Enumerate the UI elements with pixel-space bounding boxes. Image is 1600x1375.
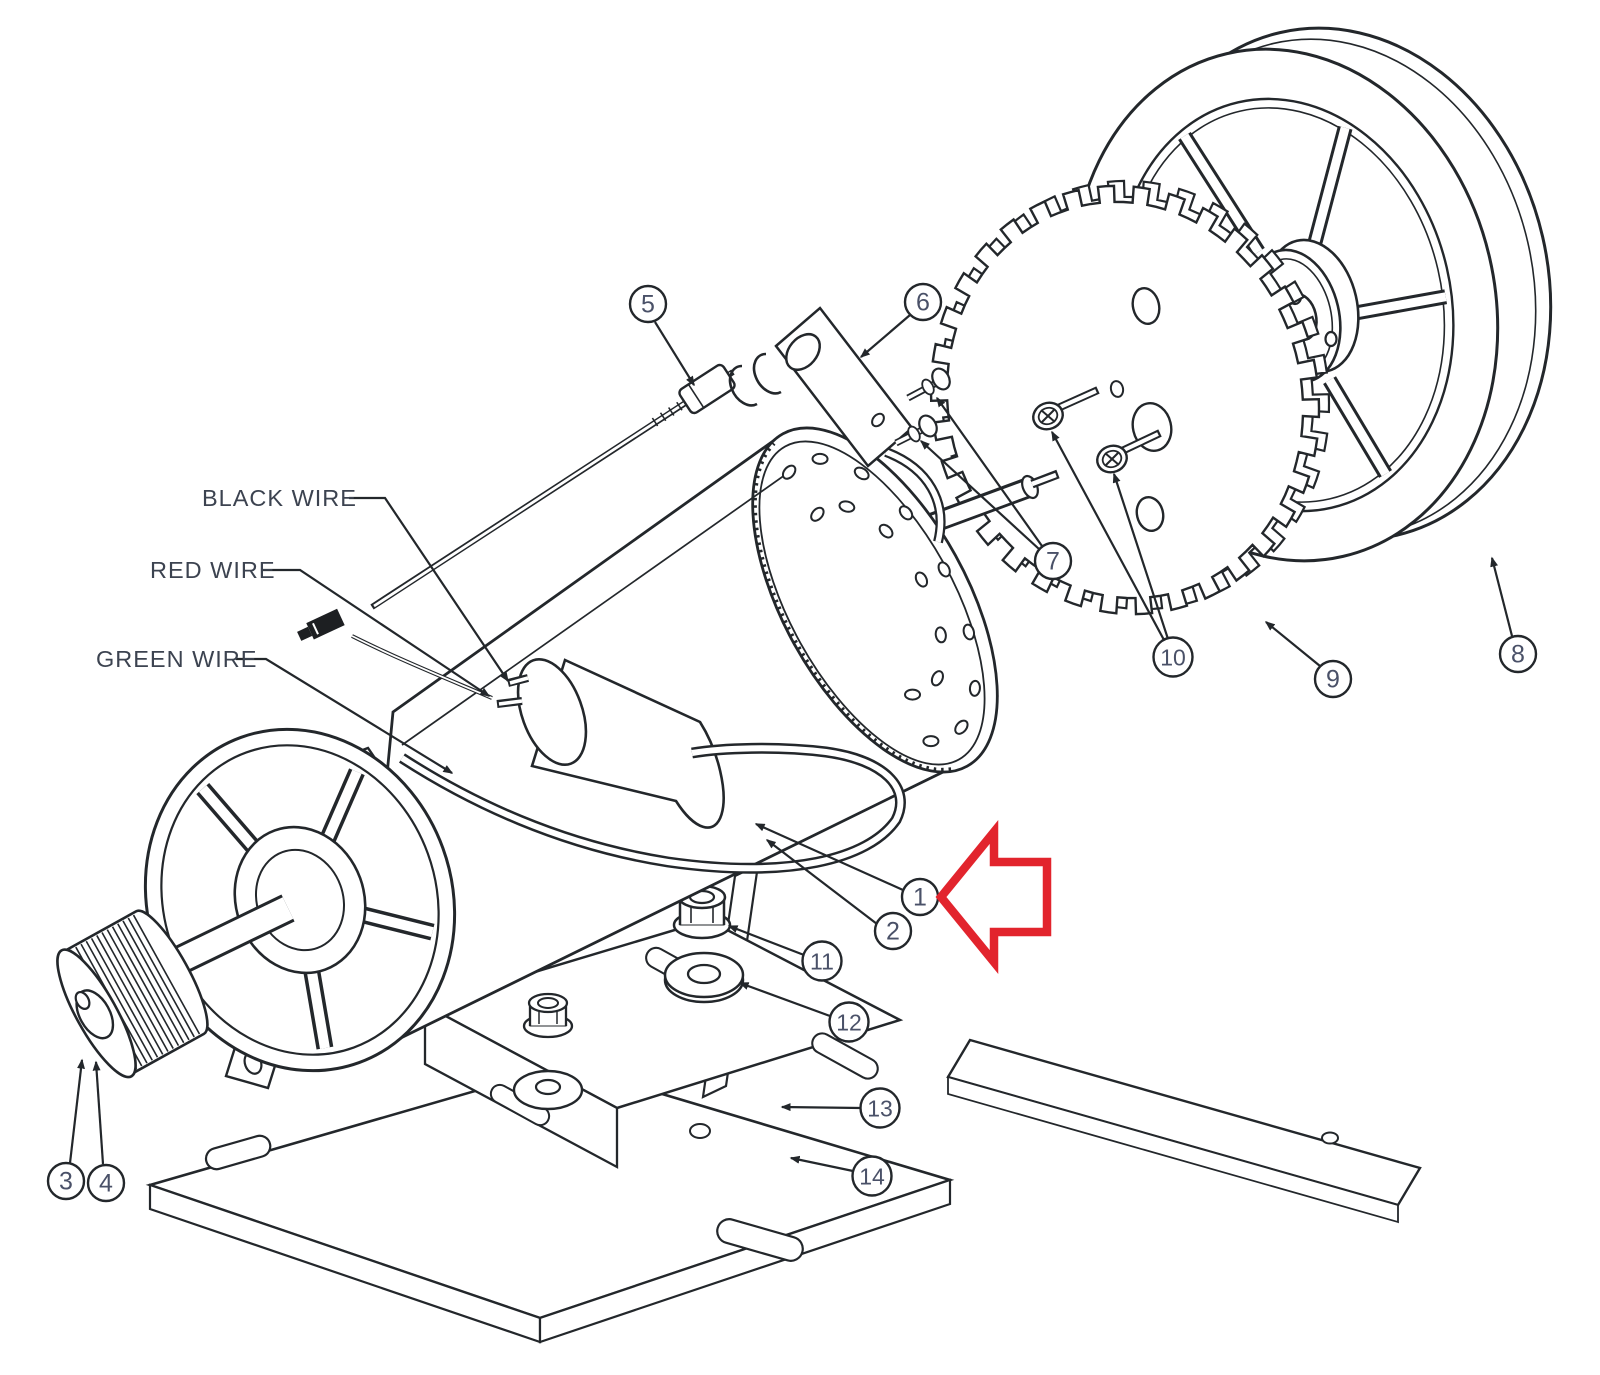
red-wire-label-text: RED WIRE xyxy=(150,557,276,583)
vent-holes xyxy=(781,452,981,748)
highlight-arrow-left-icon xyxy=(935,820,1052,974)
toothed-disc xyxy=(929,179,1331,616)
red-wire-label: RED WIRE xyxy=(150,557,491,697)
red-wire xyxy=(297,608,523,708)
nut-icon xyxy=(522,992,574,1039)
callout-3: 3 xyxy=(46,1058,86,1201)
nut-icon xyxy=(672,884,732,940)
callout-9: 9 xyxy=(1264,621,1353,699)
keyway-notch xyxy=(74,991,91,1010)
green-wire xyxy=(399,742,906,874)
wire-bracket xyxy=(774,306,914,468)
callout-8: 8 xyxy=(1490,556,1538,674)
slot-hole xyxy=(811,1032,879,1080)
callout-2-bubble xyxy=(873,911,913,951)
wire-boot-cone xyxy=(516,658,725,829)
black-wire xyxy=(507,674,529,687)
callout-7-number: 7 xyxy=(1046,548,1060,576)
slot-hole xyxy=(716,1218,804,1262)
callout-5: 5 xyxy=(628,284,695,387)
callout-12-bubble xyxy=(828,1001,870,1043)
callout-6-number: 6 xyxy=(916,289,930,317)
callout-4: 4 xyxy=(86,1060,126,1203)
callout-12: 12 xyxy=(738,981,870,1043)
callout-8-number: 8 xyxy=(1511,641,1525,669)
fan-housing xyxy=(143,727,457,1090)
callout-14-number: 14 xyxy=(859,1164,885,1190)
callout-10-number: 10 xyxy=(1160,645,1186,671)
callout-6-bubble xyxy=(903,282,943,322)
screw-icon xyxy=(1096,429,1162,474)
callout-13-number: 13 xyxy=(867,1096,893,1122)
slot-hole xyxy=(204,1134,272,1171)
green-wire-label: GREEN WIRE xyxy=(96,646,454,774)
screw-icon xyxy=(894,414,938,447)
callout-12-number: 12 xyxy=(836,1010,862,1036)
callout-5-number: 5 xyxy=(641,291,655,319)
callout-11: 11 xyxy=(727,924,843,982)
callout-11-number: 11 xyxy=(810,949,834,975)
callout-8-bubble xyxy=(1498,634,1538,674)
mount-base-assembly xyxy=(145,863,1422,1344)
callout-7: 7 xyxy=(919,396,1073,581)
callout-10-bubble xyxy=(1152,636,1194,678)
green-wire-label-text: GREEN WIRE xyxy=(96,646,257,672)
callout-13-bubble xyxy=(859,1087,901,1129)
disc-screws xyxy=(1032,386,1162,474)
black-wire-label: BLACK WIRE xyxy=(202,485,509,683)
callout-5-bubble xyxy=(628,284,668,324)
callout-14-bubble xyxy=(851,1155,893,1197)
terminal-screws xyxy=(894,367,951,447)
callout-14: 14 xyxy=(789,1155,893,1197)
callout-11-bubble xyxy=(801,940,843,982)
callout-3-number: 3 xyxy=(59,1168,73,1196)
clip-icon xyxy=(752,352,782,395)
callout-7-bubble xyxy=(1033,541,1073,581)
base-side-rail xyxy=(946,1038,1422,1207)
callout-1-number: 1 xyxy=(913,884,927,912)
drive-pulley xyxy=(56,909,209,1079)
callout-3-bubble xyxy=(46,1161,86,1201)
callout-2: 2 xyxy=(765,839,913,951)
callout-6: 6 xyxy=(859,282,943,358)
rear-wire-conduit xyxy=(884,447,946,544)
screw-icon xyxy=(906,367,951,402)
black-wire-label-text: BLACK WIRE xyxy=(202,485,357,511)
callout-13: 13 xyxy=(780,1087,901,1129)
callout-9-number: 9 xyxy=(1326,666,1340,694)
washer-icon xyxy=(663,951,745,1004)
callout-9-bubble xyxy=(1313,659,1353,699)
callout-4-bubble xyxy=(86,1163,126,1203)
callout-4-number: 4 xyxy=(99,1170,113,1198)
spade-terminal xyxy=(297,608,345,641)
screw-icon xyxy=(1032,386,1100,431)
callout-2-number: 2 xyxy=(886,918,900,946)
callout-10: 10 xyxy=(1051,430,1194,678)
clip-icon xyxy=(728,364,758,407)
